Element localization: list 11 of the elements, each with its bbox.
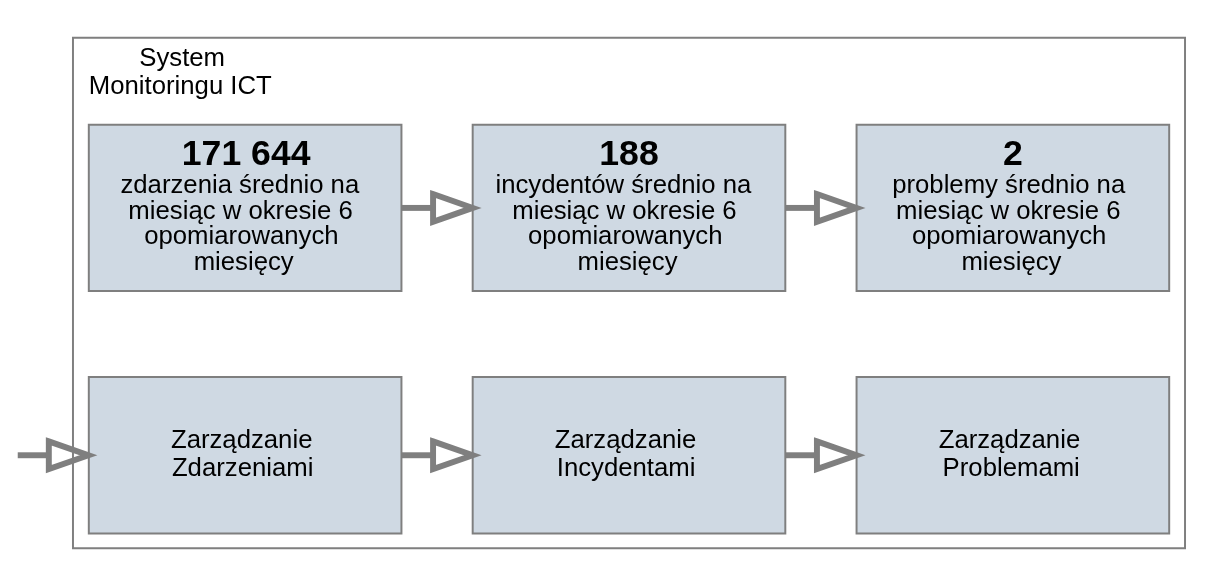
node-box: 188 incydentów średnio na miesiąc w okresie 6 opomiarowanych miesięcy bbox=[471, 123, 787, 292]
arrow bbox=[401, 189, 482, 226]
arrow bbox=[785, 437, 866, 474]
arrow bbox=[785, 189, 866, 226]
node-box: 171 644 zdarzenia średnio na miesiąc w okresie 6 opomiarowanych miesięcy bbox=[87, 123, 403, 292]
node-box: 2 problemy średnio na miesiąc w okresie 6 opomiarowanych miesięcy bbox=[855, 123, 1171, 292]
arrow bbox=[401, 437, 482, 474]
node-box: Zarządzanie Zdarzeniami bbox=[87, 376, 403, 535]
arrow bbox=[17, 437, 98, 474]
node-box: Zarządzanie Problemami bbox=[855, 376, 1171, 535]
node-box: Zarządzanie Incydentami bbox=[471, 376, 787, 535]
